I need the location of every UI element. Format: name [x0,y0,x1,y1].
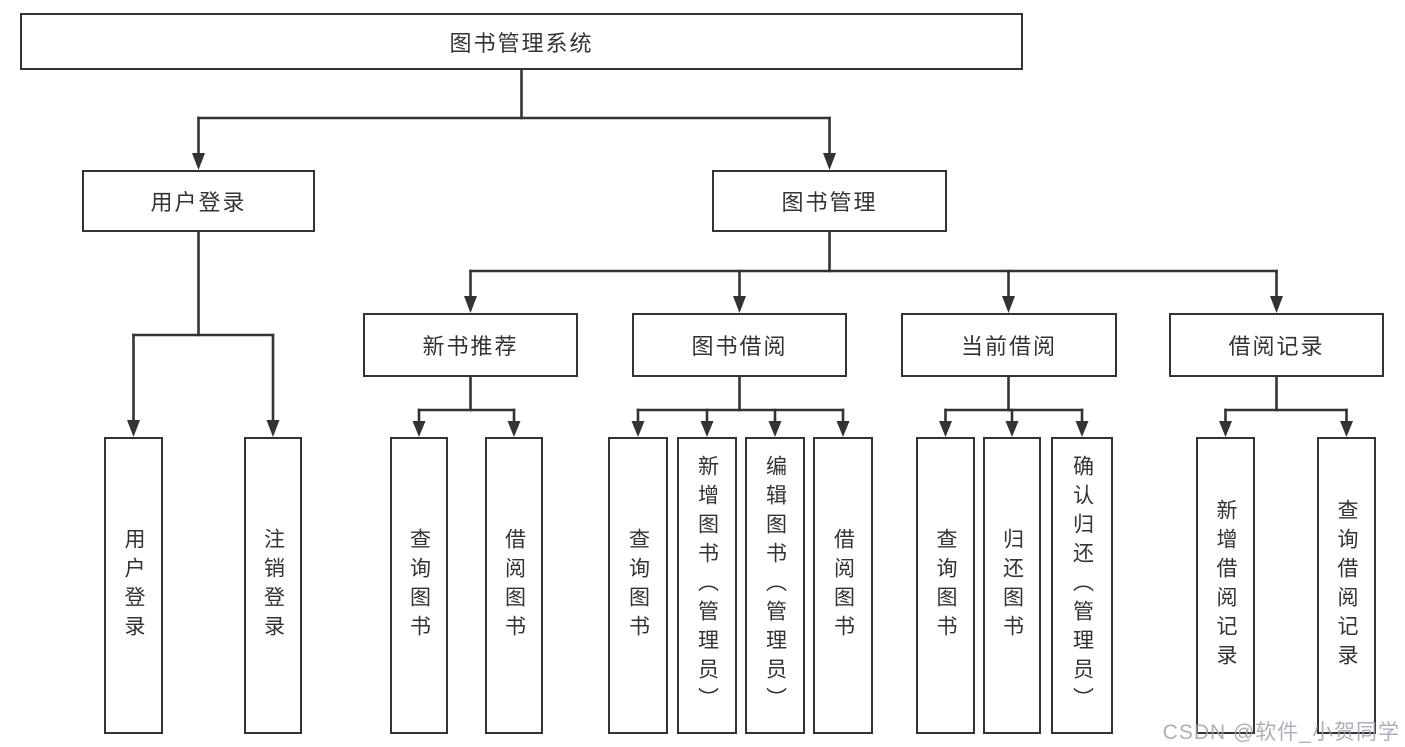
node-leaf-borrow-books-recommend: 借阅图书 [485,437,543,734]
node-borrowing-records: 借阅记录 [1169,313,1384,377]
node-leaf-query-books-current-label: 查询图书 [934,527,957,644]
node-leaf-query-books-borrow: 查询图书 [608,437,668,734]
node-new-book-recommend-label: 新书推荐 [422,334,519,359]
connector-root-to-level2 [192,70,836,170]
node-new-book-recommend: 新书推荐 [363,313,578,377]
node-leaf-query-books-recommend: 查询图书 [390,437,448,734]
node-book-management-module: 图书管理 [712,170,947,232]
node-book-borrowing: 图书借阅 [632,313,847,377]
node-leaf-add-book-admin: 新增图书（管理员） [677,437,737,734]
node-root-label: 图书管理系统 [449,30,594,56]
node-leaf-add-borrow-record-label: 新增借阅记录 [1214,498,1237,673]
node-leaf-confirm-return-admin-label: 确认归还（管理员） [1070,455,1094,716]
connector-book-borrow-group [631,375,850,437]
node-borrowing-records-label: 借阅记录 [1228,334,1325,359]
node-leaf-return-book: 归还图书 [983,437,1041,734]
node-leaf-query-books-current: 查询图书 [916,437,975,734]
connector-book-mgmt-to-level3 [464,230,1283,313]
node-root-system: 图书管理系统 [20,13,1023,70]
node-leaf-add-borrow-record: 新增借阅记录 [1196,437,1255,734]
connector-borrow-record-group [1219,375,1353,437]
connector-new-book-group [412,375,521,437]
node-leaf-borrow-books: 借阅图书 [813,437,873,734]
node-leaf-confirm-return-admin: 确认归还（管理员） [1051,437,1113,734]
node-user-login-label: 用户登录 [150,190,247,215]
node-current-borrowing: 当前借阅 [901,313,1117,377]
node-leaf-query-borrow-record-label: 查询借阅记录 [1335,498,1358,673]
node-leaf-return-book-label: 归还图书 [1000,527,1024,644]
node-leaf-query-books-borrow-label: 查询图书 [626,527,650,644]
node-book-management-label: 图书管理 [781,190,878,215]
node-leaf-edit-book-admin: 编辑图书（管理员） [745,437,805,734]
node-leaf-borrow-books-label: 借阅图书 [831,527,855,644]
node-leaf-query-books-recommend-label: 查询图书 [407,527,431,644]
node-leaf-query-borrow-record: 查询借阅记录 [1317,437,1376,734]
node-leaf-borrow-books-recommend-label: 借阅图书 [502,527,526,644]
node-leaf-logout-label: 注销登录 [261,527,285,644]
node-leaf-add-book-admin-label: 新增图书（管理员） [695,455,719,716]
node-leaf-edit-book-admin-label: 编辑图书（管理员） [763,455,787,716]
node-leaf-user-login-label: 用户登录 [122,527,145,644]
node-user-login-module: 用户登录 [82,170,315,232]
node-current-borrowing-label: 当前借阅 [960,334,1057,359]
csdn-watermark: CSDN @软件_小贺同学 [1162,721,1400,744]
connector-current-borrow-group [939,375,1089,437]
node-leaf-logout: 注销登录 [244,437,302,734]
node-leaf-user-login: 用户登录 [104,437,163,734]
connector-user-login-to-leaves [127,230,280,437]
node-book-borrowing-label: 图书借阅 [691,334,788,359]
